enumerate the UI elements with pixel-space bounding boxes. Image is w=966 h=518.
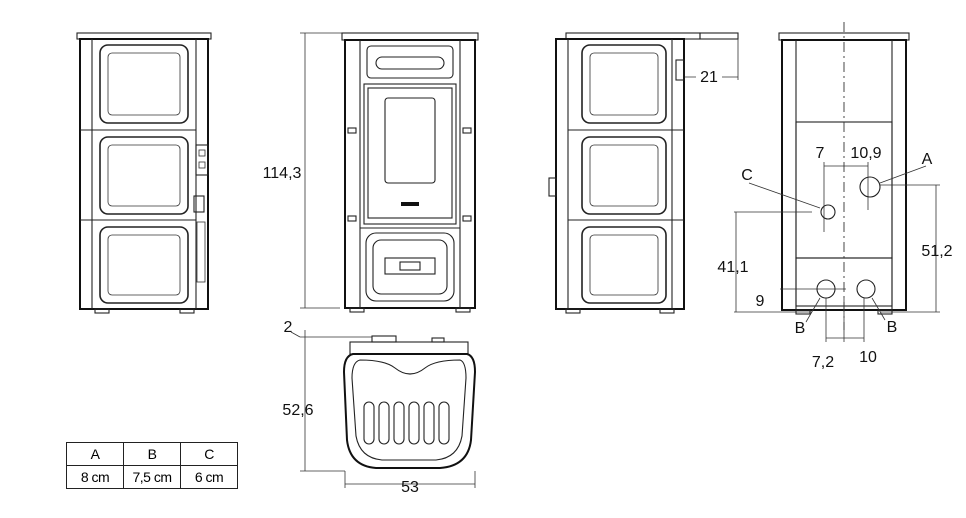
table-header-cell: B: [123, 442, 181, 466]
dimension-51-2: 51,2: [921, 243, 952, 260]
right-side-view: [548, 32, 739, 314]
dimension-7: 7: [816, 145, 825, 162]
connection-size-table: A B C 8 cm 7,5 cm 6 cm: [66, 442, 238, 489]
table-cell: 6 cm: [180, 465, 238, 489]
connection-a-label: A: [922, 151, 933, 168]
connection-c-label: C: [741, 167, 753, 184]
rear-offset-dimension: 2: [284, 319, 293, 336]
top-view: [290, 330, 477, 488]
width-dimension: 53: [401, 479, 419, 496]
dimension-7-2: 7,2: [812, 354, 834, 371]
side-outlet-dimension: 21: [700, 69, 718, 86]
table-header-cell: C: [180, 442, 238, 466]
front-view: [300, 32, 479, 313]
depth-dimension: 52,6: [282, 402, 313, 419]
table-header-row: A B C: [66, 442, 238, 466]
connection-b-right-label: B: [887, 319, 898, 336]
dimension-41-1: 41,1: [717, 259, 748, 276]
dimension-10: 10: [859, 349, 877, 366]
table-cell: 7,5 cm: [123, 465, 181, 489]
dimension-10-9: 10,9: [850, 145, 881, 162]
table-header-cell: A: [66, 442, 124, 466]
table-cell: 8 cm: [66, 465, 124, 489]
rear-view: [734, 22, 940, 342]
left-side-view: [76, 32, 212, 314]
height-dimension: 114,3: [263, 165, 302, 182]
dimension-9: 9: [756, 293, 765, 310]
table-row: 8 cm 7,5 cm 6 cm: [66, 465, 238, 489]
connection-b-left-label: B: [795, 320, 806, 337]
